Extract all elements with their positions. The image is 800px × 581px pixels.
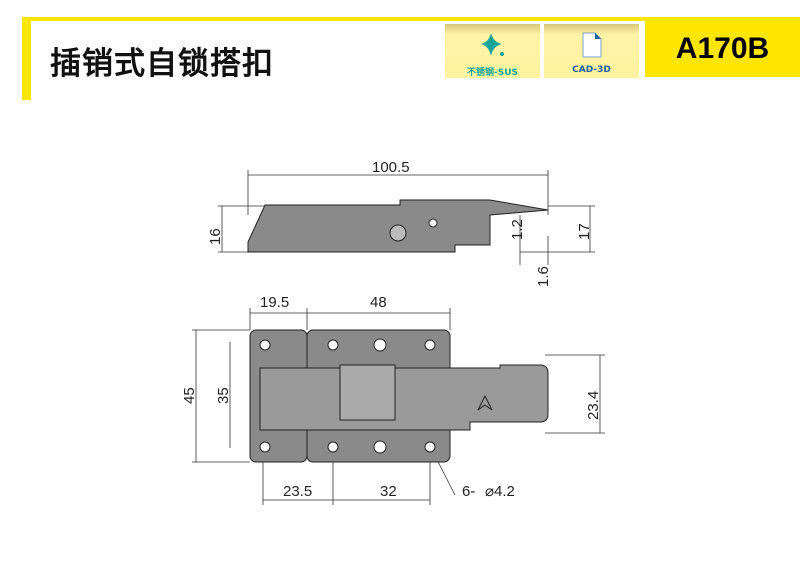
file-icon: [582, 32, 601, 58]
dim-total-height: 17: [576, 223, 593, 240]
dim-hole-count: 6-: [462, 483, 475, 500]
page-title: 插销式自锁搭扣: [50, 46, 274, 82]
dim-thickness-bottom: 1.6: [535, 266, 552, 287]
dim-hole-spacing-plate: 32: [380, 483, 397, 500]
dim-thickness-top: 1.2: [509, 219, 526, 240]
header-side-bar: [22, 17, 31, 100]
cad-label: CAD-3D: [572, 65, 611, 75]
dim-base-width: 19.5: [260, 294, 289, 311]
material-label: 不锈钢-SUS: [466, 68, 518, 78]
dim-side-height: 16: [207, 228, 224, 245]
header-accent-bar: [22, 17, 800, 21]
material-badge[interactable]: 不锈钢-SUS: [445, 24, 540, 78]
dim-hole-spacing-base: 23.5: [283, 483, 312, 500]
dim-hole-diameter: ⌀4.2: [485, 483, 515, 500]
side-view: [247, 199, 549, 253]
dim-plate-width: 48: [370, 294, 387, 311]
dim-overall-length: 100.5: [372, 159, 410, 176]
cad-badge[interactable]: CAD-3D: [544, 24, 639, 78]
model-code: A170B: [645, 20, 800, 77]
dim-hook-width: 23.4: [585, 391, 602, 420]
dim-base-height: 45: [181, 387, 198, 404]
sparkle-icon: [480, 33, 504, 56]
dim-inner-height: 35: [215, 387, 232, 404]
top-view: [249, 329, 549, 463]
dimension-lines: [192, 170, 605, 505]
